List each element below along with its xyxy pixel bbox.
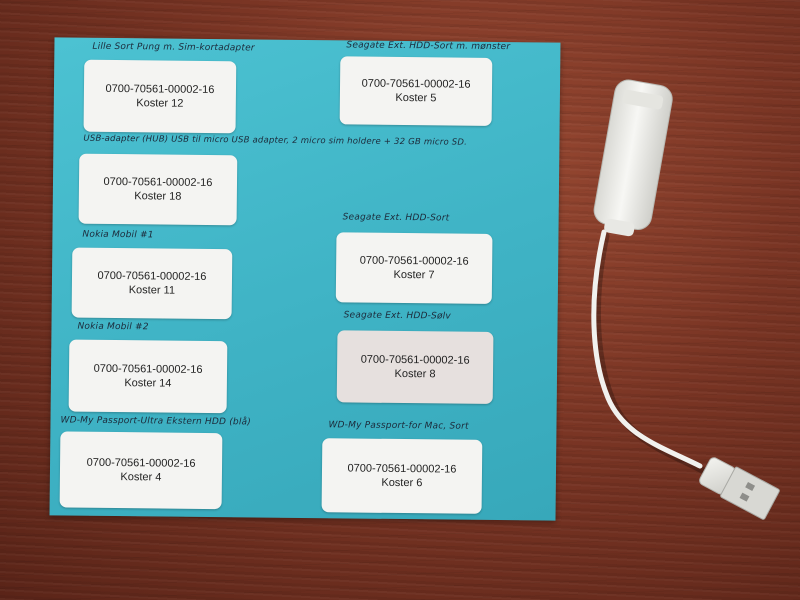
usb-ethernet-adapter-icon <box>591 79 780 520</box>
